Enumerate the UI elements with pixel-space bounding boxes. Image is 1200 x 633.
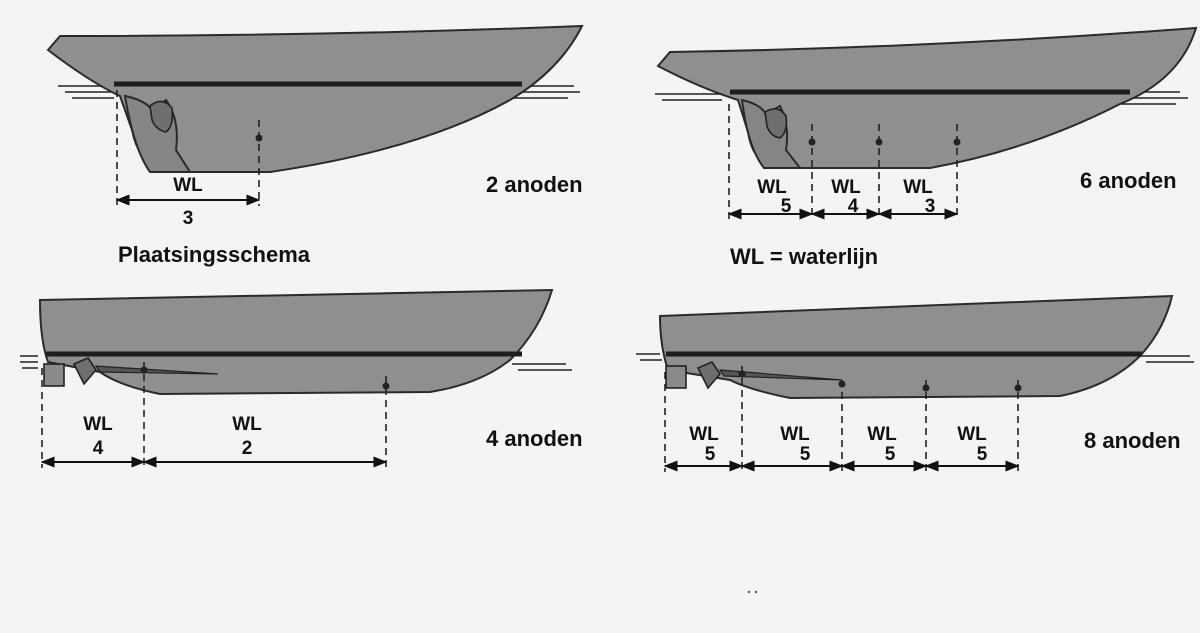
section-bottom-label: 5 [781,196,792,217]
anode-marker [808,138,816,146]
boat-4-anodes: WL 4 WL 2 4 anoden [20,288,583,468]
transom-rudder [43,363,65,387]
hull [656,26,1198,169]
transom-rudder [665,365,687,389]
section-bottom-label: 3 [183,208,194,229]
waterline-marks-left [636,353,662,361]
anode-marker [838,380,846,388]
anode-marker [875,138,883,146]
scan-specks [747,590,758,594]
caption-waterlijn: WL = waterlijn [730,244,878,269]
anode-marker [922,384,930,392]
propeller-icon [72,357,98,386]
section-bottom-label: 2 [242,438,253,459]
boat-8-anodes: WL 5 WL 5 WL 5 WL 5 8 anoden [636,294,1194,472]
boat-2-anodes: WL 3 2 anoden Plaatsingsschema [46,24,584,267]
anode-marker [738,370,746,378]
keel-rudder [123,94,192,173]
section-top-label: WL [757,177,787,198]
waterline-marks-right [1140,355,1194,363]
boat-6-anodes: WL 5 WL 4 WL 3 6 anoden WL = waterlijn [655,26,1198,269]
anode-count-label: 2 anoden [486,172,583,197]
section-bottom-label: 4 [848,196,859,217]
section-top-label: WL [173,175,203,196]
hull [38,288,554,396]
propeller-icon [149,100,174,133]
section-top-label: WL [232,414,262,435]
anode-marker [140,366,148,374]
anode-marker [953,138,961,146]
section-top-label: WL [780,424,810,445]
section-top-label: WL [903,177,933,198]
section-bottom-label: 5 [977,444,988,465]
waterline-marks-left [655,93,722,101]
anode-count-label: 4 anoden [486,426,583,451]
section-top-label: WL [831,177,861,198]
section-bottom-label: 4 [93,438,104,459]
anode-count-label: 6 anoden [1080,168,1177,193]
section-bottom-label: 5 [800,444,811,465]
section-bottom-label: 3 [925,196,936,217]
anode-count-label: 8 anoden [1084,428,1181,453]
waterline-marks-left [20,355,38,369]
propeller-shaft [718,369,843,381]
section-bottom-label: 5 [885,444,896,465]
hull [658,294,1174,400]
section-bottom-label: 5 [705,444,716,465]
waterline-marks-right [512,363,572,371]
anode-marker [255,134,263,142]
propeller-icon [696,361,722,390]
section-top-label: WL [83,414,113,435]
section-top-label: WL [689,424,719,445]
section-top-label: WL [867,424,897,445]
caption-plaatsingsschema: Plaatsingsschema [118,242,311,267]
propeller-shaft [94,365,219,375]
section-top-label: WL [957,424,987,445]
propeller-icon [764,108,788,139]
anode-marker [382,382,390,390]
anode-marker [1014,384,1022,392]
